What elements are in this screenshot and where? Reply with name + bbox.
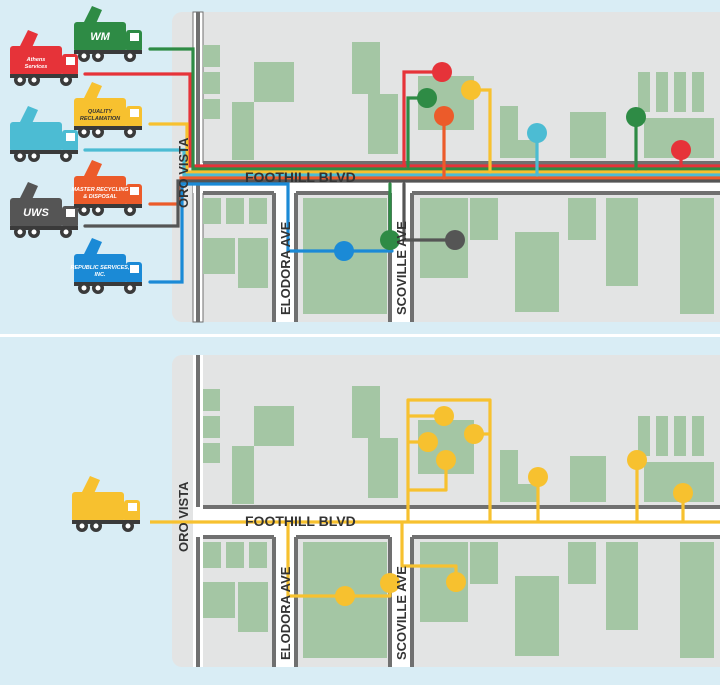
stop: [627, 450, 647, 470]
panel-divider: [0, 334, 720, 337]
cyan-stop: [527, 123, 547, 143]
road-edges: [196, 355, 720, 667]
uws-route: [83, 179, 720, 228]
building-group: [203, 42, 714, 314]
single-hauler-stops: [335, 406, 693, 606]
hauler-truck-icon: [72, 476, 140, 532]
route-loop-north: [406, 398, 492, 522]
hauler-label: UWS: [23, 207, 49, 219]
wm-stop: [417, 88, 437, 108]
recycling-truck-icon: [10, 106, 78, 162]
master-stop: [434, 106, 454, 126]
oro-vista-label: ORO VISTA: [176, 481, 191, 552]
athens-stop: [432, 62, 452, 82]
scoville-ave-label: SCOVILLE AVE: [394, 221, 409, 315]
stop: [418, 432, 438, 452]
athens-route: [83, 72, 720, 168]
quality-stop: [461, 80, 481, 100]
hauler-label: MASTER RECYCLING& DISPOSAL: [71, 187, 129, 200]
stop: [528, 467, 548, 487]
scoville-ave-road: [390, 193, 412, 322]
athens-stop-east: [671, 140, 691, 160]
oro-vista-label: ORO VISTA: [176, 137, 191, 208]
multi-hauler-map: FOOTHILL BLVD ORO VISTA ELODORA AVE SCOV…: [83, 11, 720, 323]
elodora-ave-label: ELODORA AVE: [278, 221, 293, 315]
hauler-truck-icon: MASTER RECYCLING& DISPOSAL: [71, 160, 142, 216]
cyan-route: [83, 148, 720, 177]
stop: [673, 483, 693, 503]
foothill-blvd-label: FOOTHILL BLVD: [245, 513, 356, 529]
stop: [335, 586, 355, 606]
single-hauler-routes: [150, 398, 720, 598]
hauler-label: WM: [90, 31, 110, 43]
scoville-ave-label: SCOVILLE AVE: [394, 566, 409, 660]
uws-stop: [445, 230, 465, 250]
stop: [464, 424, 484, 444]
wm-stop-east: [626, 107, 646, 127]
elodora-ave-road: [274, 537, 296, 667]
multi-hauler-routes: [83, 47, 720, 284]
uws-branch: [402, 182, 457, 242]
elodora-ave-road: [274, 193, 296, 322]
multi-hauler-stops: [334, 62, 691, 261]
stop: [434, 406, 454, 426]
roll-off-truck-icon: WM: [74, 6, 142, 62]
hauler-label: REPUBLIC SERVICES,INC.: [71, 265, 130, 278]
stop: [380, 573, 400, 593]
single-hauler-map: FOOTHILL BLVD ORO VISTA ELODORA AVE SCOV…: [150, 355, 720, 667]
elodora-ave-label: ELODORA AVE: [278, 566, 293, 660]
stop: [436, 450, 456, 470]
republic-stop: [334, 241, 354, 261]
quality-route: [148, 122, 720, 174]
hauler-truck-icon: REPUBLIC SERVICES,INC.: [71, 238, 142, 294]
stop: [446, 572, 466, 592]
wm-route: [148, 47, 720, 171]
foothill-blvd-label: FOOTHILL BLVD: [245, 169, 356, 185]
hauler-truck-icon: UWS: [10, 182, 78, 238]
athens-branch-upper: [402, 70, 444, 168]
wm-stop-scoville: [380, 230, 400, 250]
scoville-ave-road: [390, 537, 412, 667]
republic-route: [148, 182, 394, 284]
